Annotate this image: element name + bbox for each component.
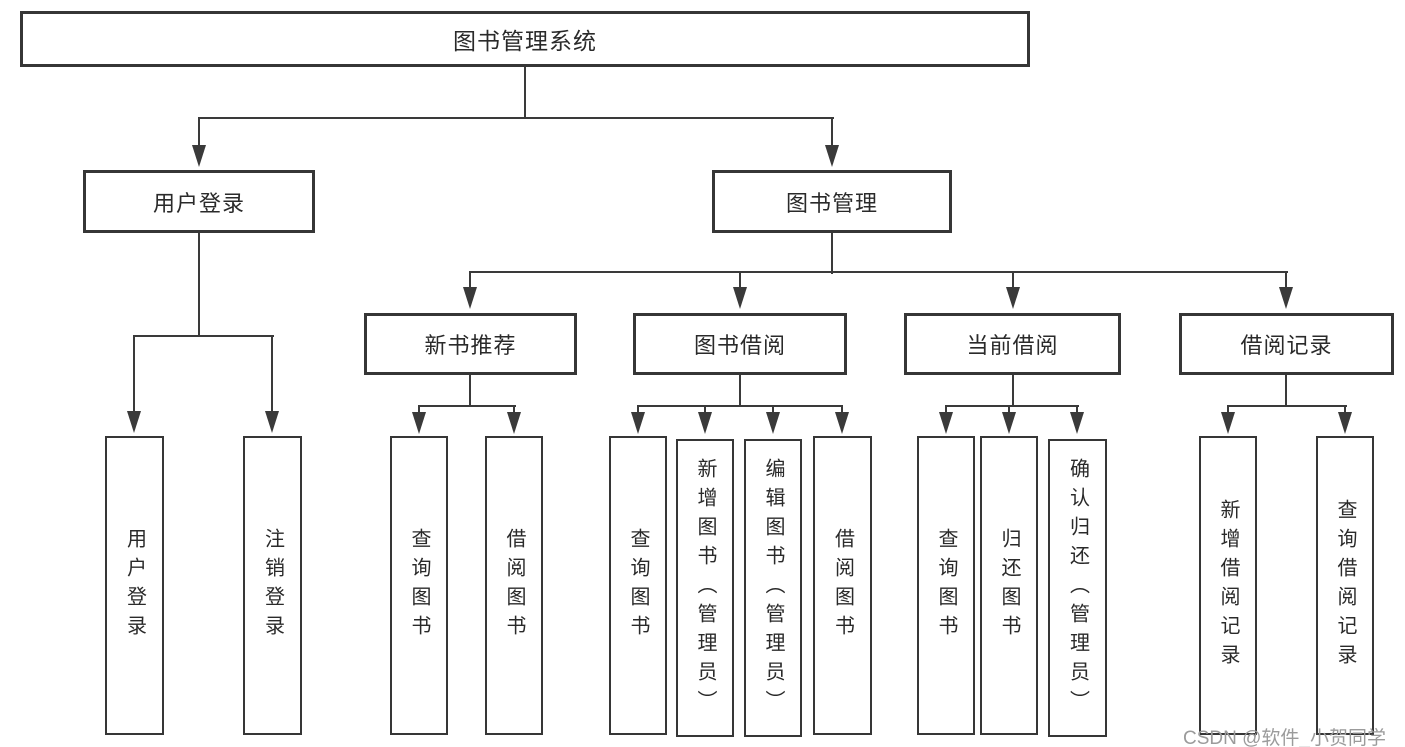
node-root: 图书管理系统 bbox=[20, 11, 1030, 67]
connector-line bbox=[772, 405, 774, 414]
arrowhead-down-icon bbox=[1279, 287, 1293, 309]
leaf-borrow-books-label: 借阅图书 bbox=[831, 527, 854, 644]
leaf-logout: 注销登录 bbox=[243, 436, 302, 735]
leaf-edit-book-admin: 编辑图书（管理员） bbox=[744, 439, 802, 737]
node-borrow-records: 借阅记录 bbox=[1179, 313, 1394, 375]
connector-line bbox=[1012, 375, 1014, 407]
connector-line bbox=[198, 233, 200, 337]
connector-line bbox=[418, 405, 516, 407]
arrowhead-down-icon bbox=[127, 411, 141, 433]
leaf-add-book-admin-label: 新增图书（管理员） bbox=[694, 457, 716, 719]
connector-line bbox=[1285, 375, 1287, 407]
arrowhead-down-icon bbox=[412, 412, 426, 434]
connector-line bbox=[1008, 405, 1010, 414]
connector-line bbox=[1227, 405, 1229, 414]
arrowhead-down-icon bbox=[1070, 412, 1084, 434]
connector-line bbox=[524, 67, 526, 118]
node-book-borrow: 图书借阅 bbox=[633, 313, 847, 375]
arrowhead-down-icon bbox=[265, 411, 279, 433]
node-user-login: 用户登录 bbox=[83, 170, 315, 233]
arrowhead-down-icon bbox=[733, 287, 747, 309]
node-root-label: 图书管理系统 bbox=[453, 28, 597, 54]
leaf-add-borrow-record: 新增借阅记录 bbox=[1199, 436, 1257, 735]
node-book-management: 图书管理 bbox=[712, 170, 952, 233]
arrowhead-down-icon bbox=[1221, 412, 1235, 434]
leaf-confirm-return-admin-label: 确认归还（管理员） bbox=[1066, 457, 1089, 719]
arrowhead-down-icon bbox=[1006, 287, 1020, 309]
connector-line bbox=[198, 117, 200, 147]
csdn-watermark: CSDN @软件_小贺同学 bbox=[1183, 728, 1386, 747]
connector-line bbox=[133, 335, 135, 413]
connector-line bbox=[945, 405, 947, 414]
connector-line bbox=[637, 405, 639, 414]
connector-line bbox=[739, 271, 741, 289]
node-current-borrow: 当前借阅 bbox=[904, 313, 1121, 375]
arrowhead-down-icon bbox=[507, 412, 521, 434]
leaf-add-borrow-record-label: 新增借阅记录 bbox=[1217, 498, 1239, 673]
leaf-query-books-current-label: 查询图书 bbox=[935, 527, 957, 644]
connector-line bbox=[841, 405, 843, 414]
leaf-query-books-recommend-label: 查询图书 bbox=[408, 527, 430, 644]
connector-line bbox=[1076, 405, 1078, 414]
node-current-borrow-label: 当前借阅 bbox=[966, 333, 1059, 358]
leaf-borrow-books-recommend-label: 借阅图书 bbox=[503, 527, 525, 644]
connector-line bbox=[133, 335, 274, 337]
arrowhead-down-icon bbox=[698, 412, 712, 434]
leaf-query-books-recommend: 查询图书 bbox=[390, 436, 448, 735]
connector-line bbox=[704, 405, 706, 414]
node-new-book-recommend: 新书推荐 bbox=[364, 313, 577, 375]
leaf-query-books-borrow: 查询图书 bbox=[609, 436, 667, 735]
connector-line bbox=[1344, 405, 1346, 414]
leaf-confirm-return-admin: 确认归还（管理员） bbox=[1048, 439, 1107, 737]
connector-line bbox=[198, 117, 834, 119]
connector-line bbox=[469, 271, 471, 289]
arrowhead-down-icon bbox=[1338, 412, 1352, 434]
arrowhead-down-icon bbox=[631, 412, 645, 434]
connector-line bbox=[831, 117, 833, 147]
connector-line bbox=[1285, 271, 1287, 289]
connector-line bbox=[271, 335, 273, 413]
arrowhead-down-icon bbox=[192, 145, 206, 167]
leaf-user-login: 用户登录 bbox=[105, 436, 164, 735]
leaf-query-books-borrow-label: 查询图书 bbox=[627, 527, 649, 644]
connector-line bbox=[418, 405, 420, 414]
arrowhead-down-icon bbox=[939, 412, 953, 434]
node-user-login-label: 用户登录 bbox=[152, 190, 245, 216]
node-book-management-label: 图书管理 bbox=[785, 190, 878, 216]
leaf-query-borrow-record-label: 查询借阅记录 bbox=[1334, 498, 1356, 673]
connector-line bbox=[831, 233, 833, 274]
leaf-edit-book-admin-label: 编辑图书（管理员） bbox=[762, 457, 784, 719]
node-borrow-records-label: 借阅记录 bbox=[1240, 333, 1333, 358]
arrowhead-down-icon bbox=[825, 145, 839, 167]
connector-line bbox=[469, 271, 1288, 273]
connector-line bbox=[1227, 405, 1347, 407]
arrowhead-down-icon bbox=[463, 287, 477, 309]
leaf-return-book-label: 归还图书 bbox=[998, 527, 1020, 644]
connector-line bbox=[513, 405, 515, 414]
connector-line bbox=[945, 405, 1079, 407]
leaf-borrow-books-recommend: 借阅图书 bbox=[485, 436, 543, 735]
arrowhead-down-icon bbox=[1002, 412, 1016, 434]
arrowhead-down-icon bbox=[835, 412, 849, 434]
leaf-borrow-books: 借阅图书 bbox=[813, 436, 872, 735]
leaf-logout-label: 注销登录 bbox=[261, 527, 284, 644]
leaf-user-login-label: 用户登录 bbox=[123, 527, 146, 644]
arrowhead-down-icon bbox=[766, 412, 780, 434]
leaf-query-books-current: 查询图书 bbox=[917, 436, 975, 735]
connector-line bbox=[1012, 271, 1014, 289]
node-new-book-recommend-label: 新书推荐 bbox=[424, 333, 517, 358]
leaf-query-borrow-record: 查询借阅记录 bbox=[1316, 436, 1374, 735]
connector-line bbox=[739, 375, 741, 407]
node-book-borrow-label: 图书借阅 bbox=[693, 333, 786, 358]
connector-line bbox=[637, 405, 843, 407]
connector-line bbox=[469, 375, 471, 407]
leaf-add-book-admin: 新增图书（管理员） bbox=[676, 439, 734, 737]
leaf-return-book: 归还图书 bbox=[980, 436, 1038, 735]
